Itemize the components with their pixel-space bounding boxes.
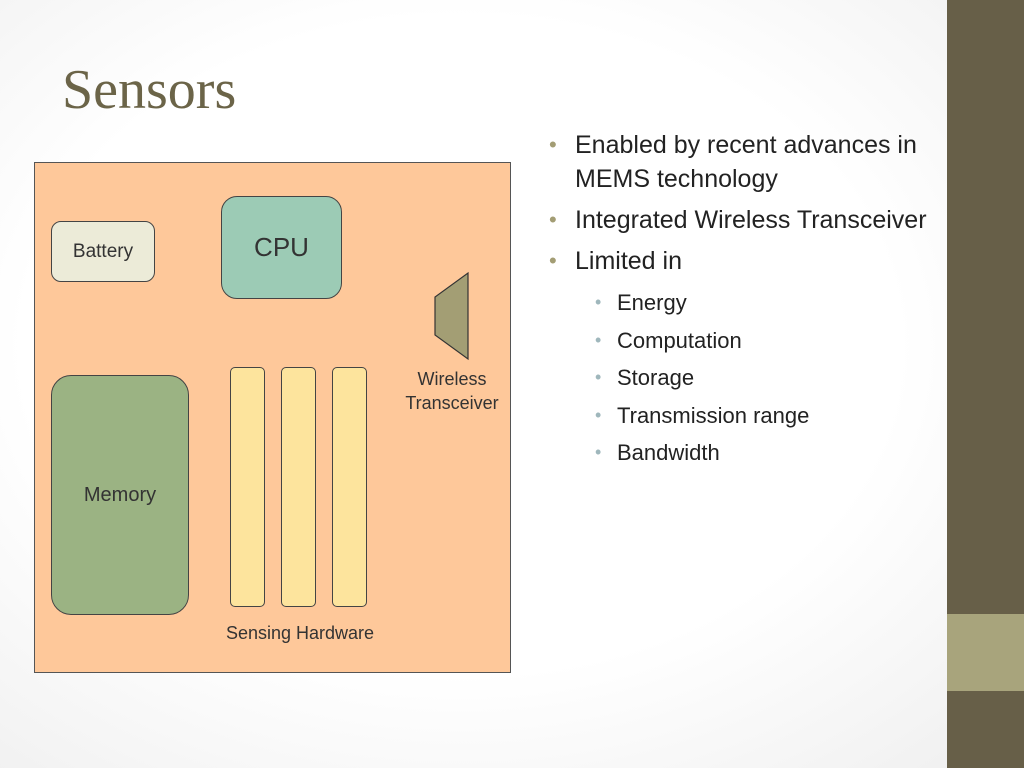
memory-block: Memory xyxy=(51,375,189,615)
bullet-item: Integrated Wireless Transceiver xyxy=(549,203,941,237)
slide-title: Sensors xyxy=(62,59,237,121)
sub-bullet-list: Energy Computation Storage Transmission … xyxy=(591,284,941,472)
sensing-hardware-label: Sensing Hardware xyxy=(225,623,375,643)
antenna-icon xyxy=(434,271,469,361)
cpu-block: CPU xyxy=(221,196,342,299)
sub-bullet-item: Energy xyxy=(591,284,941,322)
sensing-hardware-slot xyxy=(332,367,367,607)
bullet-text: Limited in xyxy=(575,247,682,275)
sub-bullet-item: Bandwidth xyxy=(591,434,941,472)
bullet-list: Enabled by recent advances in MEMS techn… xyxy=(549,128,941,479)
battery-label: Battery xyxy=(72,240,134,262)
wireless-label-line1: Wireless xyxy=(417,369,487,389)
wireless-transceiver-label: Wireless Transceiver xyxy=(393,367,511,415)
battery-block: Battery xyxy=(51,221,155,282)
memory-label: Memory xyxy=(83,483,157,506)
sub-bullet-item: Transmission range xyxy=(591,397,941,435)
sensing-hardware-slot xyxy=(230,367,265,607)
sensing-hardware-slot xyxy=(281,367,316,607)
bullet-item: Limited in Energy Computation Storage Tr… xyxy=(549,244,941,472)
sensor-board-diagram: Battery CPU Memory Sensing Hardware Wire… xyxy=(34,162,511,673)
cpu-label: CPU xyxy=(254,232,309,262)
bullet-text: Integrated Wireless Transceiver xyxy=(575,206,927,234)
wireless-label-line2: Transceiver xyxy=(405,393,499,413)
sub-bullet-item: Storage xyxy=(591,359,941,397)
sub-bullet-item: Computation xyxy=(591,322,941,360)
sidebar-accent-block xyxy=(947,614,1024,691)
bullet-text: Enabled by recent advances in MEMS techn… xyxy=(575,131,917,193)
bullet-item: Enabled by recent advances in MEMS techn… xyxy=(549,128,941,196)
